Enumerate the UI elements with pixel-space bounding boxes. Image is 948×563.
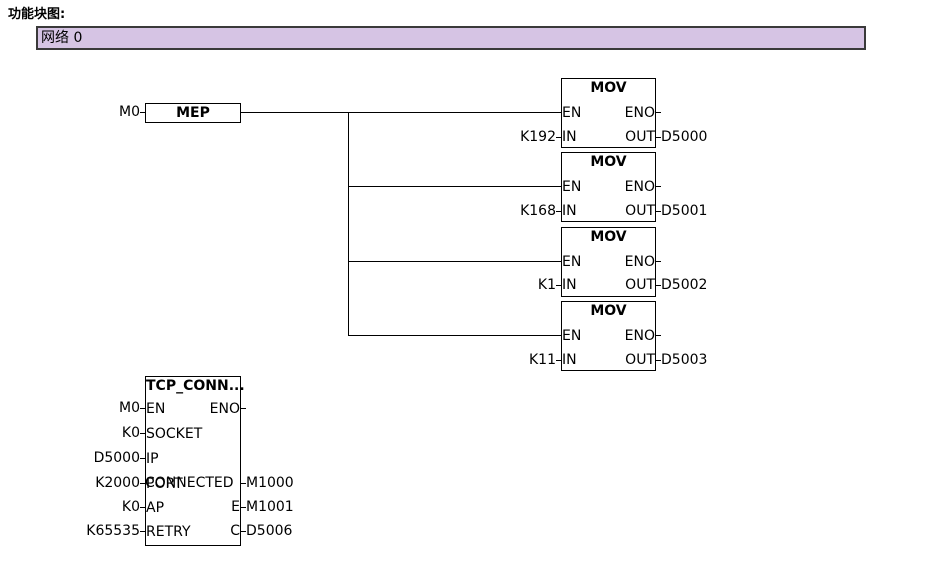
mov-title: MOV [590, 229, 627, 245]
section-heading: 功能块图: [8, 7, 66, 22]
eno-stub [656, 186, 661, 187]
tcp-pin-port: PORT [146, 476, 183, 492]
mep-input-wire [140, 112, 146, 113]
mov-title: MOV [590, 80, 627, 96]
network-header-bar[interactable]: 网络 0 [36, 26, 866, 50]
tcp-ip-operand[interactable]: D5000 [93, 450, 140, 466]
tcp-title: TCP_CONN... [146, 378, 245, 394]
out-stub [656, 285, 661, 286]
tcp-retry-operand[interactable]: K65535 [86, 523, 140, 539]
tcp-pin-en: EN [146, 401, 166, 417]
in-stub [556, 360, 562, 361]
out-stub [656, 360, 661, 361]
mov-in-operand[interactable]: K1 [537, 277, 556, 293]
branch-wire-3 [348, 261, 563, 262]
tcp-socket-operand[interactable]: K0 [121, 425, 140, 441]
in-stub [556, 285, 562, 286]
mov-out-operand[interactable]: D5000 [661, 129, 708, 145]
mov-block-3[interactable]: MOV EN ENO IN OUT [561, 227, 656, 297]
mov-out-pin: OUT [625, 129, 655, 145]
tcp-en-stub [140, 408, 146, 409]
mov-out-pin: OUT [625, 203, 655, 219]
mov-block-4[interactable]: MOV EN ENO IN OUT [561, 301, 656, 371]
tcp-conn-block[interactable]: TCP_CONN... EN ENO SOCKET IP PORT AP RET… [145, 376, 245, 546]
mep-input-operand[interactable]: M0 [119, 104, 140, 120]
tcp-socket-stub [140, 433, 146, 434]
eno-stub [656, 261, 661, 262]
mov-in-operand[interactable]: K192 [520, 129, 556, 145]
mov-title: MOV [590, 303, 627, 319]
in-stub [556, 137, 562, 138]
eno-stub [656, 335, 661, 336]
branch-wire-2 [348, 186, 563, 187]
mov-eno-pin: ENO [624, 179, 655, 195]
tcp-retry-stub [140, 531, 146, 532]
tcp-pin-socket: SOCKET [146, 426, 203, 442]
tcp-connected-stub [241, 483, 246, 484]
mov-out-pin: OUT [625, 277, 655, 293]
mov-block-2[interactable]: MOV EN ENO IN OUT [561, 152, 656, 222]
network-label: 网络 0 [41, 30, 83, 46]
tcp-c-operand[interactable]: D5006 [246, 523, 293, 539]
tcp-e-stub [241, 507, 246, 508]
mov-in-pin: IN [562, 203, 577, 219]
mov-out-operand[interactable]: D5001 [661, 203, 708, 219]
mov-en-pin: EN [562, 328, 582, 344]
mep-title: MEP [176, 105, 210, 121]
mov-eno-pin: ENO [624, 254, 655, 270]
tcp-pin-eno: ENO [209, 401, 240, 417]
rung-branch-vertical [348, 112, 349, 336]
mov-en-pin: EN [562, 105, 582, 121]
eno-stub [656, 112, 661, 113]
tcp-port-stub [140, 483, 146, 484]
mov-eno-pin: ENO [624, 328, 655, 344]
mov-out-pin: OUT [625, 352, 655, 368]
tcp-pin-retry: RETRY [146, 524, 191, 540]
tcp-eno-stub [241, 408, 246, 409]
out-stub [656, 137, 661, 138]
tcp-ip-stub [140, 458, 146, 459]
mov-out-operand[interactable]: D5003 [661, 352, 708, 368]
in-stub [556, 211, 562, 212]
mov-out-operand[interactable]: D5002 [661, 277, 708, 293]
tcp-ap-stub [140, 507, 146, 508]
mov-in-pin: IN [562, 352, 577, 368]
tcp-en-operand[interactable]: M0 [119, 400, 140, 416]
mov-in-pin: IN [562, 129, 577, 145]
tcp-pin-e: E [231, 499, 240, 515]
tcp-e-operand[interactable]: M1001 [246, 499, 294, 515]
rung-main-wire [241, 112, 563, 113]
mov-eno-pin: ENO [624, 105, 655, 121]
tcp-pin-c: C [230, 523, 240, 539]
tcp-pin-ip: IP [146, 451, 159, 467]
out-stub [656, 211, 661, 212]
branch-wire-4 [348, 335, 563, 336]
mov-title: MOV [590, 154, 627, 170]
mep-block[interactable]: MEP [145, 103, 241, 123]
mov-en-pin: EN [562, 254, 582, 270]
mov-in-operand[interactable]: K168 [520, 203, 556, 219]
mov-en-pin: EN [562, 179, 582, 195]
tcp-c-stub [241, 531, 246, 532]
tcp-pin-ap: AP [146, 500, 165, 516]
mov-block-1[interactable]: MOV EN ENO IN OUT [561, 78, 656, 148]
tcp-connected-operand[interactable]: M1000 [246, 475, 294, 491]
tcp-ap-operand[interactable]: K0 [121, 499, 140, 515]
mov-in-operand[interactable]: K11 [529, 352, 556, 368]
tcp-pin-connected: CONNECTED [145, 475, 234, 491]
mov-in-pin: IN [562, 277, 577, 293]
tcp-port-operand[interactable]: K2000 [95, 475, 140, 491]
